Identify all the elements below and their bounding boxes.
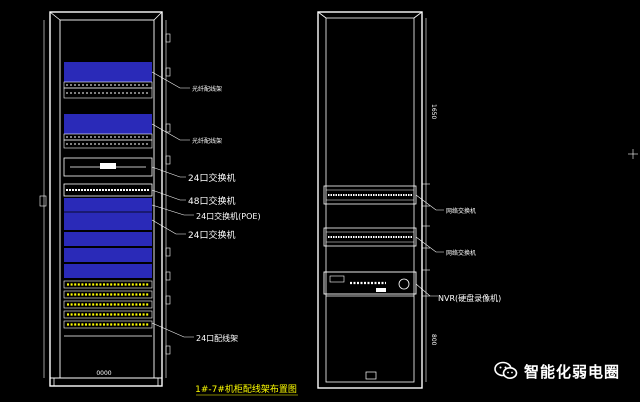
- left-rack: 0000 光纤配线架 光纤配线架 24口交换机 48口交换机 24口交换: [39, 11, 298, 396]
- right-dim-bottom: 800: [430, 334, 437, 346]
- label-switch-48: 48口交换机: [188, 195, 235, 207]
- right-rack-ruler: [422, 18, 430, 382]
- right-dim-top: 1650: [430, 104, 437, 119]
- left-rack-ruler: [165, 20, 171, 378]
- left-rack-base: [53, 377, 159, 387]
- right-nvr: [323, 271, 417, 295]
- label-nvr: NVR(硬盘录像机): [438, 293, 501, 303]
- label-patch-panel-24: 24口配线架: [196, 333, 238, 343]
- right-device-2: [323, 227, 417, 247]
- crosshair-marker: [628, 149, 638, 159]
- left-rack-leaders: [151, 71, 194, 338]
- watermark: 智能化弱电圈: [494, 360, 620, 382]
- fiber-panel-2: [63, 114, 153, 149]
- switch-48: [63, 183, 153, 197]
- label-fiber-panel-2: 光纤配线架: [192, 137, 222, 145]
- label-switch-24-a: 24口交换机: [188, 172, 235, 184]
- watermark-text: 智能化弱电圈: [524, 362, 621, 381]
- left-rack-caption: 1#-7#机柜配线架布置图: [195, 383, 297, 395]
- label-right-device-1: 网络交换机: [446, 207, 476, 215]
- switch-24-poe: [64, 198, 152, 230]
- right-device-1: [323, 185, 417, 205]
- switch-24-a: [63, 157, 153, 177]
- label-switch-24-poe: 24口交换机(POE): [196, 211, 261, 221]
- label-fiber-panel-1: 光纤配线架: [192, 85, 222, 93]
- fiber-panel-1: [63, 62, 153, 99]
- label-right-device-2: 网络交换机: [446, 249, 476, 257]
- right-rack-frame: [317, 11, 423, 389]
- right-rack-handle: [365, 371, 377, 380]
- right-rack: 1650 800 网络交换机 网络交换机 NVR(硬盘录像机): [317, 11, 638, 389]
- switch-24-b: [64, 232, 152, 278]
- right-rack-leaders: [415, 194, 444, 297]
- label-switch-24-b: 24口交换机: [188, 229, 235, 241]
- wechat-icon: [494, 361, 518, 379]
- left-rack-bottom-tag: 0000: [96, 370, 111, 377]
- patch-panel-24: [63, 280, 153, 329]
